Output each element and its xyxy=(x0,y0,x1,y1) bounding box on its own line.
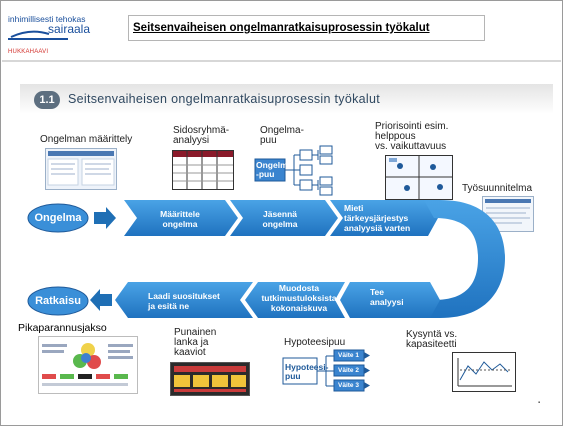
sidosryhma-table-thumbnail xyxy=(172,150,234,190)
end-ratkaisu-label: Ratkaisu xyxy=(35,295,81,307)
ongelmapuu-tree-icon xyxy=(254,145,333,196)
panel-header-band xyxy=(20,84,553,114)
vaite-3-label: Väite 3 xyxy=(338,382,359,389)
label-punainen-3: kaaviot xyxy=(174,347,206,358)
step5-line1: Tee xyxy=(370,287,385,297)
step3-line2: tärkeysjärjestys xyxy=(344,213,409,223)
label-priorisointi-2: helppous xyxy=(375,131,416,142)
step6-line2: tutkimustuloksista xyxy=(261,293,337,303)
ongelmapuu-box-label-1: Ongelma xyxy=(256,160,293,170)
step2-line2: ongelma xyxy=(262,219,298,229)
priorisointi-matrix-thumbnail xyxy=(385,155,453,200)
step7-line2: ja esitä ne xyxy=(148,301,190,311)
maarittely-document-thumbnail xyxy=(45,148,117,190)
label-ongelmapuu-1: Ongelma- xyxy=(260,125,304,136)
hypoteesi-box-label-1: Hypoteesi- xyxy=(285,362,329,372)
label-tyosuunnitelma: Työsuunnitelma xyxy=(462,183,533,194)
label-ongelmapuu-2: puu xyxy=(260,135,277,146)
step4-line3: telma xyxy=(440,262,463,272)
process-flow-diagram xyxy=(27,200,505,318)
label-hypoteesipuu: Hypoteesipuu xyxy=(284,337,346,348)
hypoteesipuu-tree-icon xyxy=(282,349,370,392)
step5-line2: analyysi xyxy=(370,297,404,307)
label-kysynta-1: Kysyntä vs. xyxy=(406,329,458,340)
start-ongelma-label: Ongelma xyxy=(34,212,82,224)
section-badge: 1.1 xyxy=(34,91,60,109)
label-punainen-2: lanka ja xyxy=(174,337,209,348)
step1-line1: Määrittele xyxy=(160,209,200,219)
step3-line1: Mieti xyxy=(344,203,364,213)
step4-line2: suunni- xyxy=(440,252,471,262)
kysynta-kapasiteetti-chart-thumbnail xyxy=(452,352,516,392)
page-mark: ▪ xyxy=(538,400,541,406)
label-sidosryhma-1: Sidosryhmä- xyxy=(173,125,230,136)
hypoteesi-box-label-2: puu xyxy=(285,371,301,381)
logo-swoosh-icon xyxy=(10,30,50,38)
step4-line1: Tee työ- xyxy=(440,242,472,252)
vaite-2-label: Väite 2 xyxy=(338,367,359,374)
step6-line3: kokonaiskuva xyxy=(270,303,328,313)
label-priorisointi-1: Priorisointi esim. xyxy=(375,121,449,132)
label-ongelman-maarittely: Ongelman määrittely xyxy=(40,134,133,145)
label-kysynta-2: kapasiteetti xyxy=(406,339,457,350)
page-title: Seitsenvaiheisen ongelmanratkaisuprosess… xyxy=(133,22,430,34)
label-priorisointi-3: vs. vaikuttavuus xyxy=(375,141,447,152)
logo-underline xyxy=(8,38,68,40)
step7-line1: Laadi suositukset xyxy=(148,291,220,301)
step6-line1: Muodosta xyxy=(278,283,320,293)
logo-text-line1: inhimillisesti tehokas xyxy=(8,14,86,24)
pikaparannusjakso-thumbnail xyxy=(38,336,138,394)
label-punainen-1: Punainen xyxy=(174,327,217,338)
vaite-1-label: Väite 1 xyxy=(338,352,359,359)
slide-subtitle: Seitsenvaiheisen ongelmanratkaisuprosess… xyxy=(68,92,380,106)
title-box xyxy=(128,15,485,41)
step1-line2: ongelma xyxy=(162,219,198,229)
logo-text-line2: sairaala xyxy=(48,22,91,36)
punainen-lanka-thumbnail xyxy=(170,362,250,396)
step2-line1: Jäsennä xyxy=(262,209,298,219)
header-divider xyxy=(2,60,561,62)
ongelmapuu-box-label-2: -puu xyxy=(256,169,275,179)
label-sidosryhma-2: analyysi xyxy=(173,135,210,146)
label-pikaparannusjakso: Pikaparannusjakso xyxy=(18,322,107,334)
logo-subtext: HUKKAHAAVI xyxy=(8,49,49,55)
step3-line3: analyysiä varten xyxy=(344,223,411,233)
